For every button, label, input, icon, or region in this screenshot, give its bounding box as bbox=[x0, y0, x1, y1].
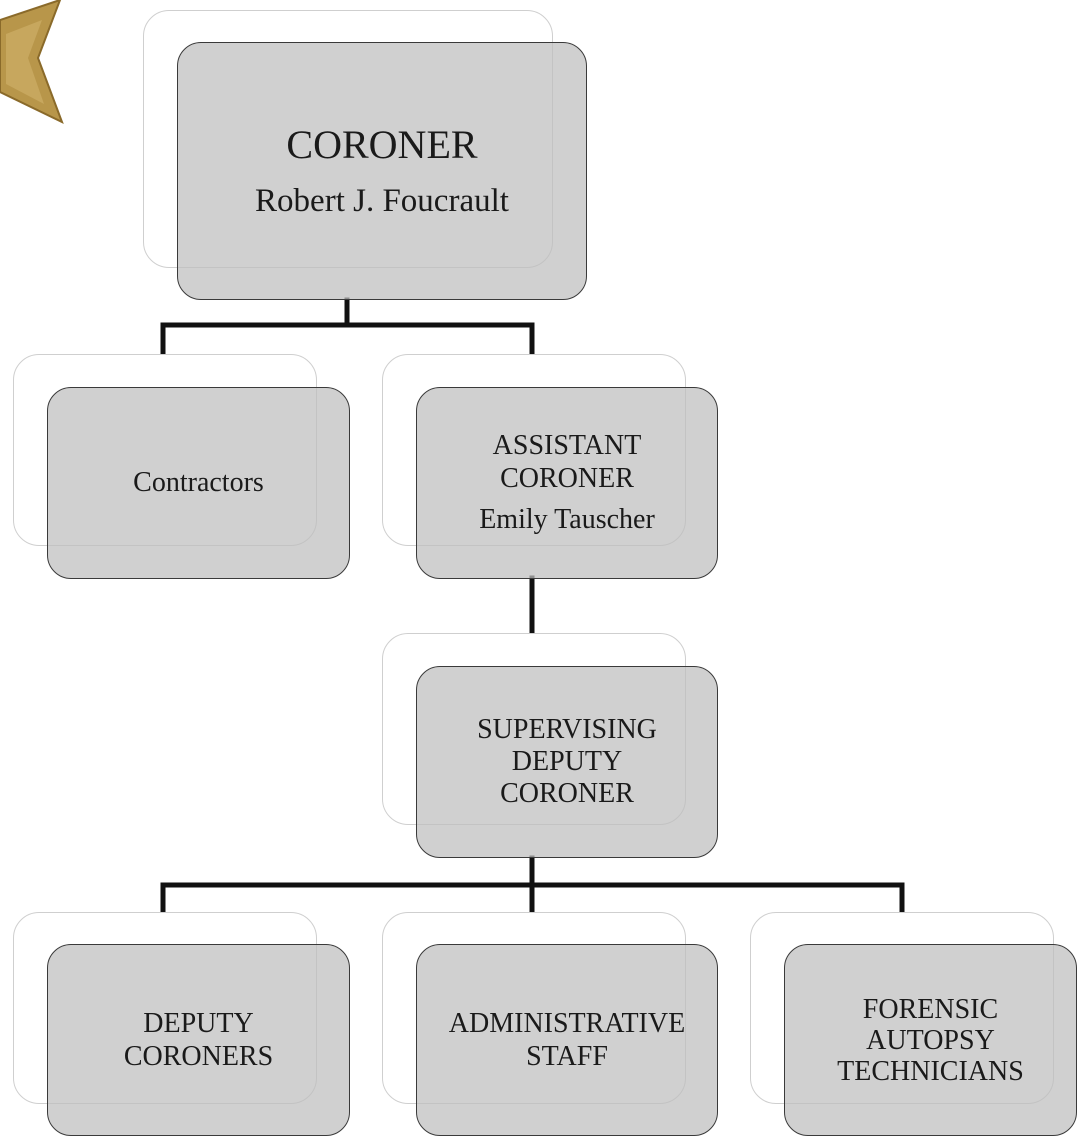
node-card: ADMINISTRATIVE STAFF bbox=[416, 944, 718, 1136]
node-card: Contractors bbox=[47, 387, 350, 579]
node-supervising-deputy-coroner: SUPERVISING DEPUTY CORONER bbox=[382, 633, 718, 858]
node-title: DEPUTY CORONERS bbox=[123, 1008, 274, 1072]
node-card: DEPUTY CORONERS bbox=[47, 944, 350, 1136]
node-person-name: Emily Tauscher bbox=[479, 504, 655, 535]
node-coroner: CORONER Robert J. Foucrault bbox=[143, 10, 588, 300]
node-card: FORENSIC AUTOPSY TECHNICIANS bbox=[784, 944, 1077, 1136]
node-title: ADMINISTRATIVE STAFF bbox=[448, 1008, 686, 1072]
node-title: CORONER bbox=[286, 122, 478, 167]
node-forensic-autopsy-technicians: FORENSIC AUTOPSY TECHNICIANS bbox=[750, 912, 1077, 1136]
node-person-name: Robert J. Foucrault bbox=[255, 183, 509, 219]
node-card: CORONER Robert J. Foucrault bbox=[177, 42, 587, 300]
node-title: ASSISTANT CORONER bbox=[492, 430, 642, 494]
node-contractors: Contractors bbox=[13, 354, 350, 579]
node-deputy-coroners: DEPUTY CORONERS bbox=[13, 912, 350, 1136]
node-administrative-staff: ADMINISTRATIVE STAFF bbox=[382, 912, 718, 1136]
node-title: Contractors bbox=[133, 467, 264, 498]
node-card: SUPERVISING DEPUTY CORONER bbox=[416, 666, 718, 858]
node-card: ASSISTANT CORONER Emily Tauscher bbox=[416, 387, 718, 579]
node-title: SUPERVISING DEPUTY CORONER bbox=[477, 714, 657, 809]
node-title: FORENSIC AUTOPSY TECHNICIANS bbox=[837, 993, 1024, 1087]
star-badge-icon bbox=[0, 0, 64, 124]
node-assistant-coroner: ASSISTANT CORONER Emily Tauscher bbox=[382, 354, 718, 579]
